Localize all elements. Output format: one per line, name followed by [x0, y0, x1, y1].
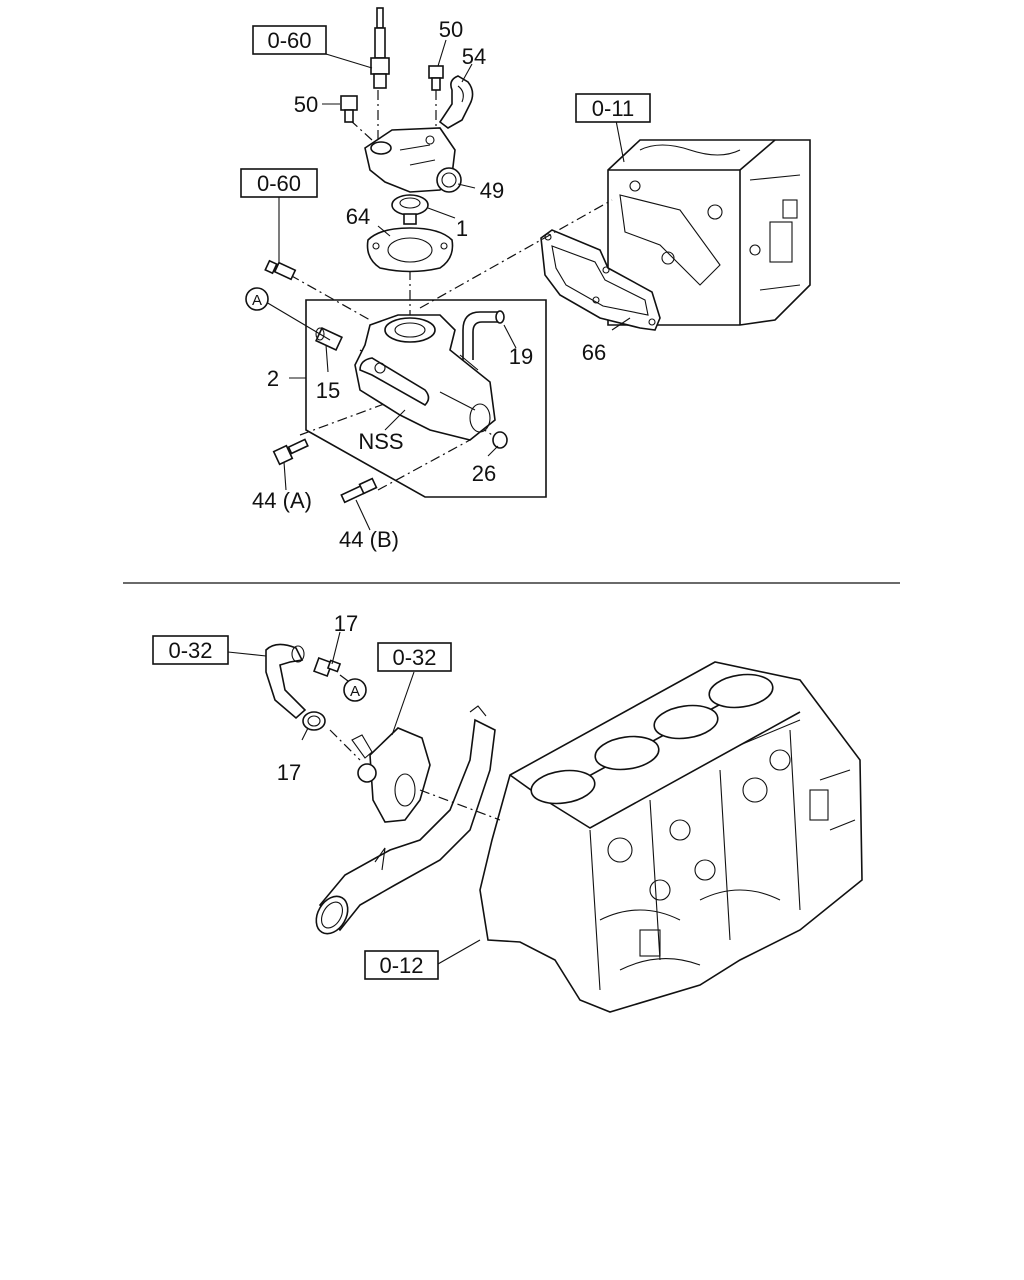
bracket-54: [438, 75, 474, 129]
ref-box-0-60-mid: 0-60: [240, 168, 318, 198]
hose-left: [265, 643, 307, 720]
label-15: 15: [316, 378, 340, 403]
top-leader-lines: [265, 39, 631, 531]
temperature-sensor-mid: [264, 259, 297, 281]
label-66: 66: [582, 340, 606, 365]
top-section: 0-60 0-60 0-11 50 54 50 49 64 1 A 19 66 …: [240, 7, 811, 552]
water-outlet-assembly: [354, 314, 496, 441]
label-2: 2: [267, 366, 279, 391]
cap-26: [492, 431, 508, 449]
stud-44b: [340, 477, 378, 504]
label-1: 1: [456, 216, 468, 241]
pipe-19: [462, 310, 505, 360]
label-17-left: 17: [277, 760, 301, 785]
gasket-66: [540, 229, 661, 331]
bottom-leader-lines: [227, 631, 481, 965]
ref-0-32-right-text: 0-32: [392, 645, 436, 670]
thermostat-1: [391, 194, 429, 225]
bolt-44a: [272, 438, 309, 466]
circle-a-top-text: A: [252, 292, 262, 309]
cylinder-head-illustration: [607, 139, 811, 326]
label-nss: NSS: [358, 429, 403, 454]
ref-0-60-top-text: 0-60: [267, 28, 311, 53]
ref-box-0-11: 0-11: [575, 93, 651, 123]
gasket-64: [366, 227, 454, 273]
label-44b: 44 (B): [339, 527, 399, 552]
label-49: 49: [480, 178, 504, 203]
fitting-17-top: [313, 657, 342, 677]
bottom-section: 0-32 0-32 0-12 17 A 17: [152, 611, 863, 1013]
label-26: 26: [472, 461, 496, 486]
ref-0-12-text: 0-12: [379, 953, 423, 978]
ref-box-0-32-right: 0-32: [377, 642, 452, 672]
circle-a-bottom-text: A: [350, 683, 360, 700]
bolt-50-right: [428, 65, 444, 91]
label-19: 19: [509, 344, 533, 369]
hose-clamp-17-left: [302, 711, 326, 731]
label-44a: 44 (A): [252, 488, 312, 513]
water-inlet-pipe: [315, 705, 496, 935]
circle-marker-a-bottom: A: [343, 678, 367, 702]
assembly-2-outline: [305, 299, 547, 498]
ref-box-0-60-top: 0-60: [252, 25, 327, 55]
ref-box-0-32-left: 0-32: [152, 635, 229, 665]
ref-box-0-12: 0-12: [364, 950, 439, 980]
bolt-50-left: [340, 95, 358, 123]
ref-0-32-left-text: 0-32: [168, 638, 212, 663]
label-64: 64: [346, 204, 370, 229]
label-50-left: 50: [294, 92, 318, 117]
label-50-right: 50: [439, 17, 463, 42]
label-17-top: 17: [334, 611, 358, 636]
circle-marker-a-top: A: [245, 287, 269, 311]
ref-0-60-mid-text: 0-60: [257, 171, 301, 196]
temperature-sensor-top: [370, 7, 390, 89]
label-54: 54: [462, 44, 486, 69]
ref-0-11-text: 0-11: [592, 96, 634, 121]
cylinder-block-illustration: [479, 661, 863, 1013]
thermostat-housing-49: [364, 127, 462, 193]
water-inlet-housing: [351, 727, 431, 823]
